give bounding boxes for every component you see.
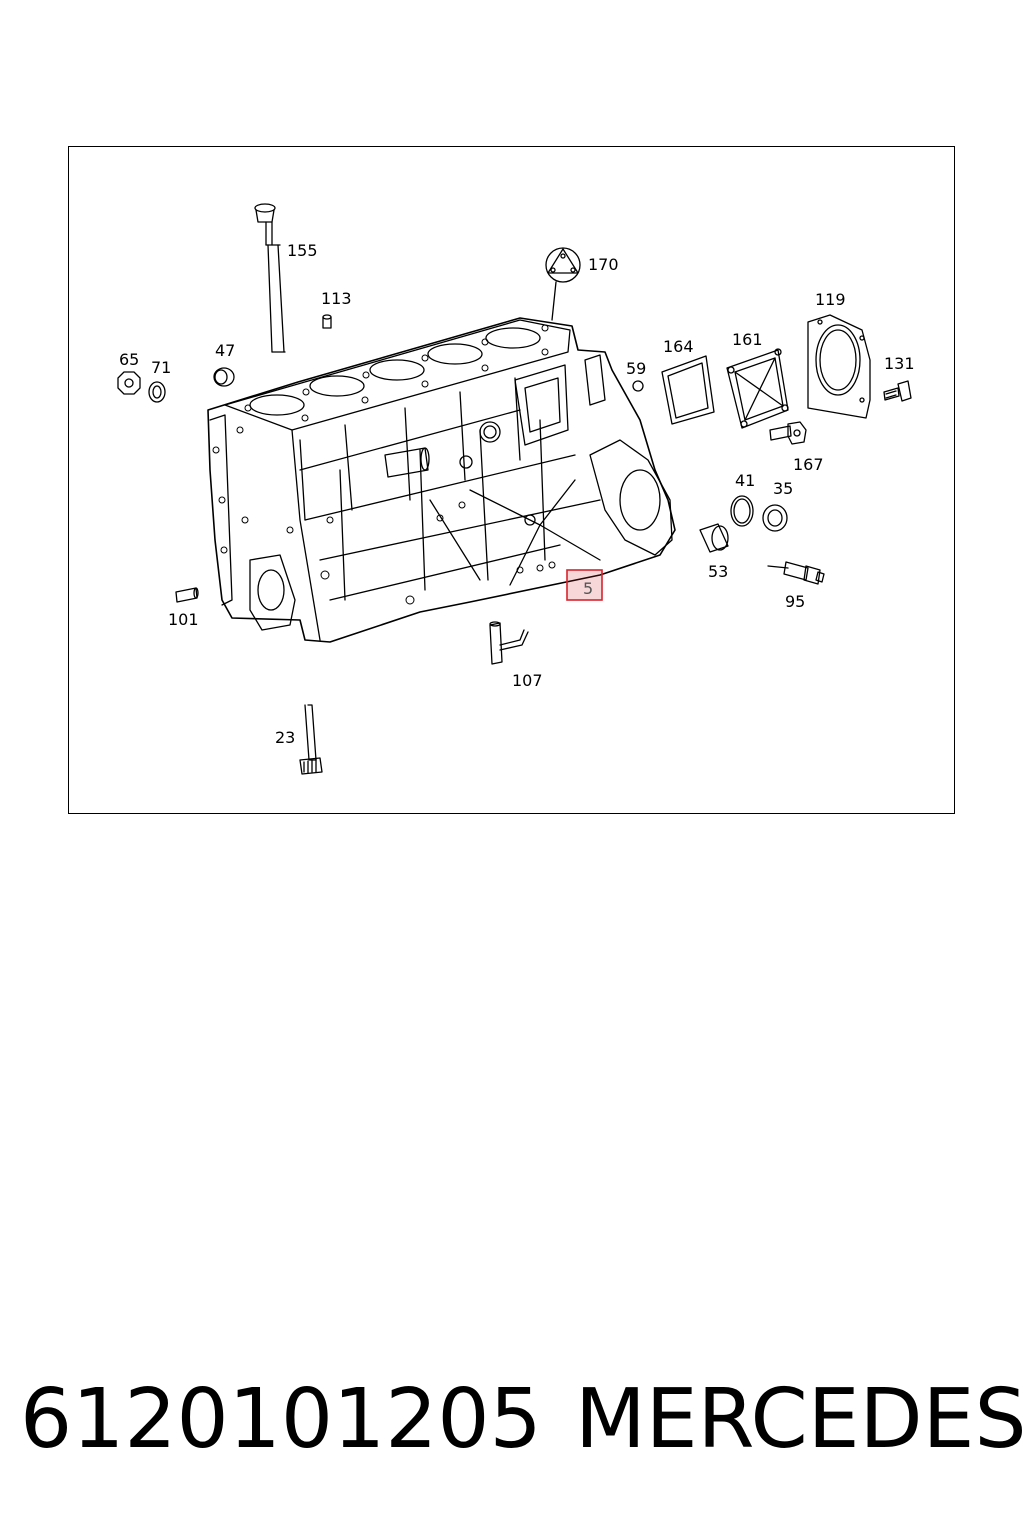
sealing-cap-part xyxy=(213,367,235,387)
bolt-part xyxy=(769,421,807,445)
diagram-frame xyxy=(68,146,955,814)
cylinder-bore xyxy=(369,359,425,381)
sealing-ring-part xyxy=(148,381,166,403)
callout-131: 131 xyxy=(884,354,915,373)
speed-sensor-part xyxy=(489,621,529,665)
cylinder-bore xyxy=(309,375,365,397)
callout-161: 161 xyxy=(732,330,763,349)
callout-35: 35 xyxy=(773,479,793,498)
temperature-sensor-part xyxy=(767,561,825,585)
main-bearing-bolt-part xyxy=(299,704,323,775)
bolt-part xyxy=(883,380,912,402)
callout-41: 41 xyxy=(735,471,755,490)
callout-53: 53 xyxy=(708,562,728,581)
head-bolt-part xyxy=(254,203,286,353)
callout-101: 101 xyxy=(168,610,199,629)
engine-block xyxy=(207,317,676,643)
dowel-pin-part xyxy=(322,314,332,329)
callout-71: 71 xyxy=(151,358,171,377)
screw-plug-part xyxy=(117,371,141,395)
sleeve-part xyxy=(699,523,729,553)
pin-part xyxy=(175,587,199,603)
o-ring-part xyxy=(730,495,754,527)
callout-5-highlight-box[interactable] xyxy=(566,569,603,601)
callout-107: 107 xyxy=(512,671,543,690)
callout-119: 119 xyxy=(815,290,846,309)
callout-170: 170 xyxy=(588,255,619,274)
part-number: 6120101205 xyxy=(20,1372,542,1467)
callout-23: 23 xyxy=(275,728,295,747)
cylinder-bore xyxy=(485,327,541,349)
rear-seal-cover-part xyxy=(807,314,871,419)
cylinder-bore xyxy=(249,394,305,416)
ball-plug-part xyxy=(632,380,644,392)
callout-113: 113 xyxy=(321,289,352,308)
shaft-seal-part xyxy=(762,504,788,532)
callout-59: 59 xyxy=(626,359,646,378)
callout-155: 155 xyxy=(287,241,318,260)
callout-95: 95 xyxy=(785,592,805,611)
callout-164: 164 xyxy=(663,337,694,356)
triangle-plug-part xyxy=(545,247,581,321)
cover-plate-part xyxy=(726,348,789,429)
gasket-part xyxy=(661,355,715,425)
callout-5: 5 xyxy=(583,579,593,598)
callout-65: 65 xyxy=(119,350,139,369)
brand-name: MERCEDES xyxy=(575,1372,1024,1467)
cylinder-bore xyxy=(427,343,483,365)
callout-47: 47 xyxy=(215,341,235,360)
callout-167: 167 xyxy=(793,455,824,474)
